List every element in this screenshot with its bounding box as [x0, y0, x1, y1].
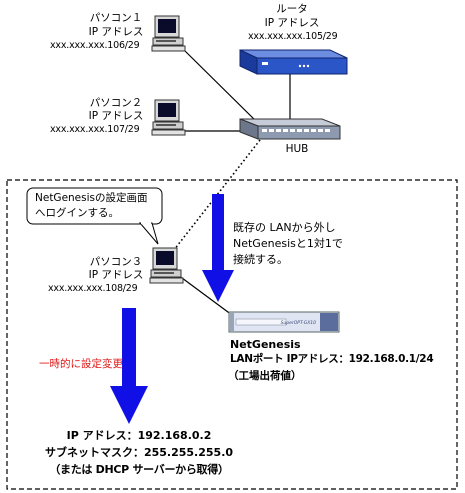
move-note-line-1: 既存の LANから外し	[233, 221, 336, 234]
netgenesis-panel-text: SuperOPT-GX10	[281, 320, 317, 326]
arrow-move-to-netgenesis	[202, 194, 234, 302]
move-note-line-3: 接続する。	[233, 253, 288, 266]
pc2-name: パソコン２	[89, 97, 143, 109]
pc1-ip-address: xxx.xxx.xxx.106/29	[50, 40, 140, 51]
router-ip-address: xxx.xxx.xxx.105/29	[248, 31, 338, 42]
pc3-name: パソコン３	[89, 256, 143, 268]
pc1-computer-icon	[151, 15, 186, 52]
pc3-netgenesis-link	[177, 274, 237, 319]
pc1-hub-link	[183, 49, 259, 124]
netgenesis-lan-port-ip: LANポート IPアドレス：192.168.0.1/24	[230, 353, 434, 365]
callout-line-1: NetGenesisの設定画面	[35, 192, 148, 204]
hub-icon	[239, 118, 341, 140]
arrow-temporary-change	[110, 308, 148, 424]
netgenesis-device-icon: SuperOPT-GX10	[228, 311, 340, 333]
pc1-ip-label: IP アドレス	[88, 26, 144, 38]
pc2-ip-label: IP アドレス	[88, 110, 144, 122]
pc2-ip-address: xxx.xxx.xxx.107/29	[50, 124, 140, 135]
pc3-computer-icon	[149, 247, 184, 284]
hub-label: HUB	[285, 143, 309, 155]
new-subnet-mask: サブネットマスク：255.255.255.0	[44, 446, 234, 459]
netgenesis-name: NetGenesis	[230, 338, 301, 351]
new-dhcp-note: （または DHCP サーバーから取得）	[49, 463, 229, 476]
dashed-area	[6, 179, 458, 490]
router-icon	[239, 49, 348, 75]
pc1-name: パソコン１	[89, 12, 143, 24]
router-ip-label: IP アドレス	[264, 17, 320, 29]
router-name: ルータ	[276, 3, 308, 15]
temp-change-label: 一時的に設定変更	[39, 358, 123, 370]
new-ip-address: IP アドレス：192.168.0.2	[66, 429, 212, 442]
pc3-ip-label: IP アドレス	[88, 269, 144, 281]
pc3-ip-address: xxx.xxx.xxx.108/29	[48, 283, 138, 294]
pc2-computer-icon	[151, 99, 186, 136]
move-note-line-2: NetGenesisと1対1で	[233, 237, 343, 250]
netgenesis-factory-default: （工場出荷値）	[228, 370, 302, 382]
speech-callout	[26, 187, 163, 245]
callout-line-2: へログインする。	[35, 207, 119, 219]
